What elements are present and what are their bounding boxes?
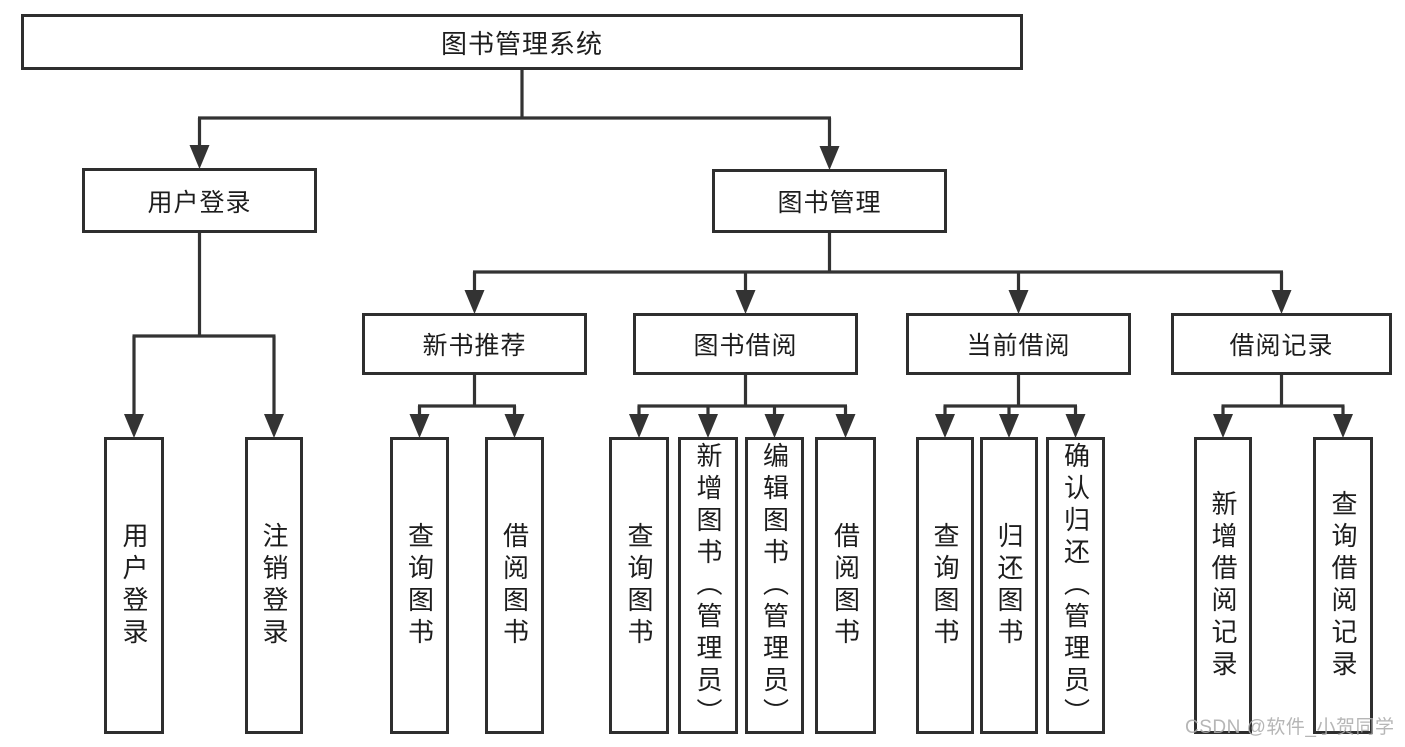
- node-leaf-query-books-current: 查询图书: [916, 437, 974, 734]
- node-book-borrowing: 图书借阅: [633, 313, 858, 375]
- node-leaf-add-books-admin: 新增图书（管理员）: [678, 437, 738, 734]
- leaf-label: 新增图书（管理员）: [693, 441, 723, 730]
- leaf-label: 借阅图书: [499, 521, 530, 650]
- node-borrowing-records: 借阅记录: [1171, 313, 1392, 375]
- leaf-label: 归还图书: [994, 521, 1024, 650]
- node-leaf-query-books-recommend: 查询图书: [390, 437, 449, 734]
- leaf-label: 用户登录: [119, 521, 149, 650]
- node-book-management: 图书管理: [712, 169, 947, 233]
- leaf-label: 借阅图书: [830, 521, 861, 650]
- node-leaf-edit-books-admin: 编辑图书（管理员）: [745, 437, 804, 734]
- leaf-label: 编辑图书（管理员）: [759, 441, 790, 730]
- node-new-book-recommendation: 新书推荐: [362, 313, 587, 375]
- node-library-management-system: 图书管理系统: [21, 14, 1023, 70]
- node-leaf-logout: 注销登录: [245, 437, 303, 734]
- leaf-label: 查询图书: [624, 521, 654, 650]
- leaf-label: 注销登录: [259, 521, 289, 650]
- leaf-label: 查询借阅记录: [1328, 489, 1358, 682]
- leaf-label: 查询图书: [404, 521, 435, 650]
- node-leaf-return-books: 归还图书: [980, 437, 1038, 734]
- node-current-borrowing: 当前借阅: [906, 313, 1131, 375]
- node-leaf-confirm-return-admin: 确认归还（管理员）: [1046, 437, 1105, 734]
- node-leaf-borrow-books: 借阅图书: [815, 437, 876, 734]
- csdn-watermark: CSDN @软件_小贺同学: [1185, 717, 1395, 738]
- node-leaf-add-borrow-record: 新增借阅记录: [1194, 437, 1252, 734]
- node-leaf-user-login: 用户登录: [104, 437, 164, 734]
- leaf-label: 确认归还（管理员）: [1060, 441, 1091, 730]
- node-leaf-query-borrow-record: 查询借阅记录: [1313, 437, 1373, 734]
- node-user-login: 用户登录: [82, 168, 317, 233]
- node-leaf-query-books-borrow: 查询图书: [609, 437, 669, 734]
- leaf-label: 新增借阅记录: [1208, 489, 1238, 682]
- node-leaf-borrow-books-recommend: 借阅图书: [485, 437, 544, 734]
- leaf-label: 查询图书: [930, 521, 960, 650]
